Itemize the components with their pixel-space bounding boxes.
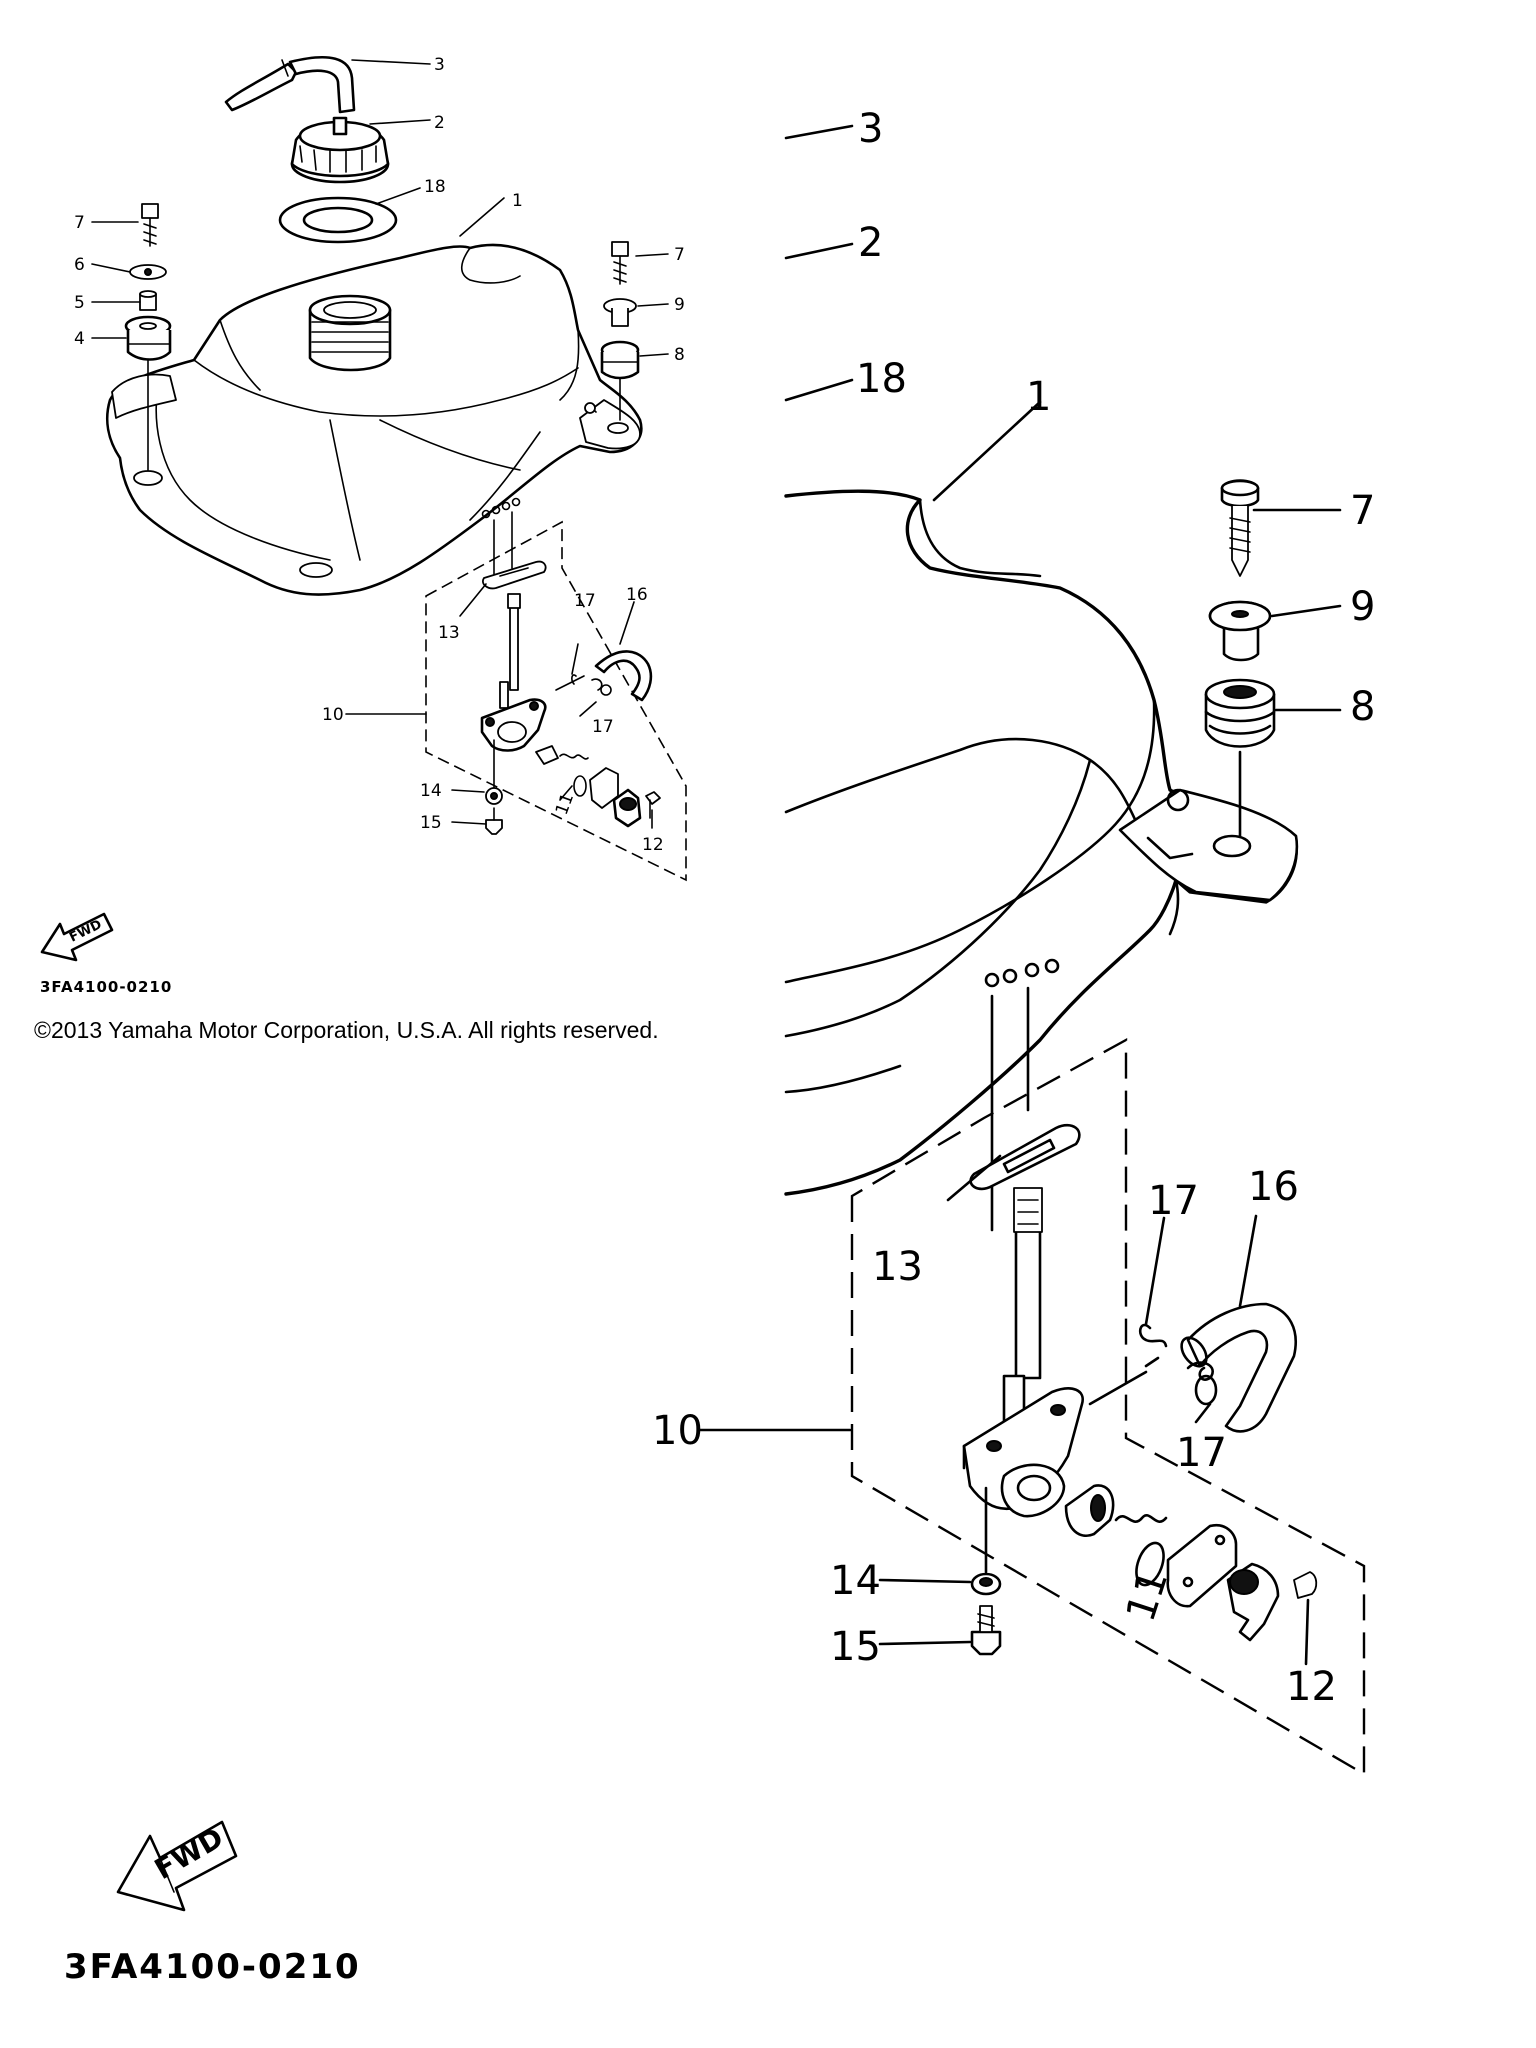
callout-8-small: 8 <box>674 345 685 365</box>
fuel-petcock <box>480 593 547 752</box>
callout-12-large: 12 <box>1286 1664 1337 1710</box>
drain-screw <box>970 1605 1002 1656</box>
callout-6-small: 6 <box>74 255 85 275</box>
breather-hose <box>224 62 298 112</box>
callout-2-large: 2 <box>858 220 883 266</box>
callout-17-large-bottom: 17 <box>1176 1430 1227 1476</box>
callout-5-small: 5 <box>74 293 85 313</box>
fwd-arrow-icon-small: FWD <box>40 912 114 962</box>
fuel-tank-body-detail <box>784 489 1299 1196</box>
left-mount-hardware <box>124 203 172 361</box>
right-mount-hardware <box>600 241 640 380</box>
callout-2-small: 2 <box>434 113 445 133</box>
copyright-notice: ©2013 Yamaha Motor Corporation, U.S.A. A… <box>34 1017 659 1043</box>
callout-13-small: 13 <box>438 623 460 643</box>
callout-8-large: 8 <box>1350 684 1375 730</box>
callout-14-small: 14 <box>420 781 442 801</box>
callout-9-large: 9 <box>1350 584 1375 630</box>
fuel-petcock-detail <box>962 1187 1084 1518</box>
callout-1-large: 1 <box>1026 374 1051 420</box>
callout-10-small: 10 <box>322 705 344 725</box>
callout-3-large: 3 <box>858 106 883 152</box>
callout-10-large: 10 <box>652 1408 703 1454</box>
petcock-small-orings <box>481 497 521 519</box>
callout-9-small: 9 <box>674 295 685 315</box>
fuel-tank-body <box>106 243 643 596</box>
callout-7-large: 7 <box>1350 488 1375 534</box>
callout-17-large-top: 17 <box>1148 1178 1199 1224</box>
callout-13-large: 13 <box>872 1244 923 1290</box>
callout-18-small: 18 <box>424 177 446 197</box>
callout-3-small: 3 <box>434 55 445 75</box>
drain-gasket <box>970 1572 1002 1596</box>
callout-18-large: 18 <box>856 356 907 402</box>
callout-1-small: 1 <box>512 191 523 211</box>
callout-15-small: 15 <box>420 813 442 833</box>
detail-diagram: 3 2 18 1 7 9 8 13 17 16 17 10 11 14 15 1… <box>64 106 1375 1987</box>
callout-14-large: 14 <box>830 1558 881 1604</box>
callout-12-small: 12 <box>642 835 664 855</box>
callout-7-small-right: 7 <box>674 245 685 265</box>
callout-16-large: 16 <box>1248 1164 1299 1210</box>
diagram-code-small: 3FA4100-0210 <box>40 978 172 996</box>
petcock-orings-detail <box>984 958 1060 988</box>
callout-11-small: 11 <box>552 791 578 818</box>
diagram-code-large: 3FA4100-0210 <box>64 1947 361 1987</box>
callout-7-small-left: 7 <box>74 213 85 233</box>
fwd-arrow-icon-large: FWD <box>116 1820 238 1912</box>
callout-16-small: 16 <box>626 585 648 605</box>
callout-15-large: 15 <box>830 1624 881 1670</box>
tank-mount-bolt <box>1220 479 1260 577</box>
fuel-cap <box>290 116 390 184</box>
overview-diagram: 3 2 18 1 7 6 5 4 7 9 8 13 17 16 17 10 11… <box>40 55 687 996</box>
callout-17-small-top: 17 <box>574 591 596 611</box>
callout-4-small: 4 <box>74 329 85 349</box>
mount-grommet <box>1204 678 1276 748</box>
fuel-hose-detail <box>1180 1302 1297 1433</box>
mount-collar <box>1208 600 1272 662</box>
callout-17-small-bottom: 17 <box>592 717 614 737</box>
